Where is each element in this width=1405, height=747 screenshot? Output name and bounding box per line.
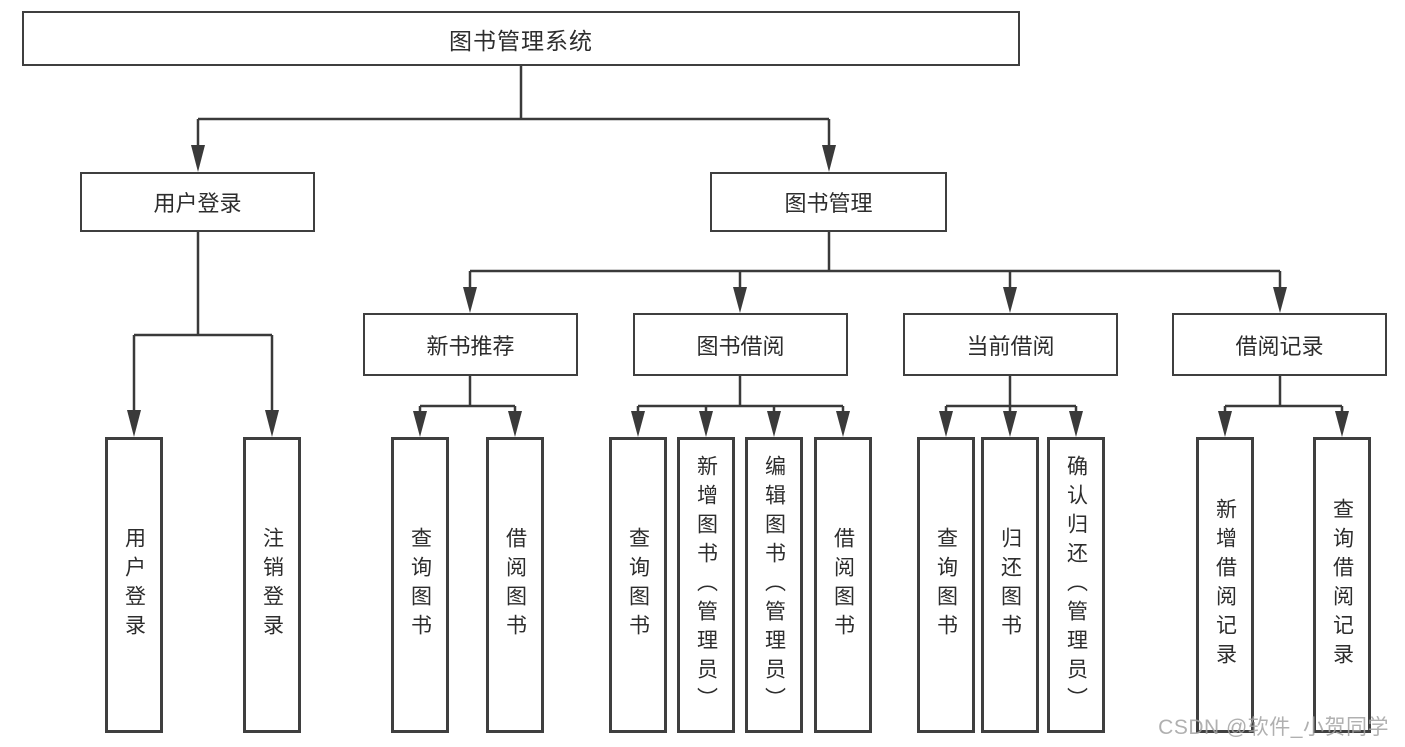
leaf-newbook-borrow-books: 借阅图书 [486, 437, 544, 733]
leaf-current-return-books: 归还图书 [981, 437, 1039, 733]
node-current-borrow: 当前借阅 [903, 313, 1118, 376]
node-user-login: 用户登录 [80, 172, 315, 232]
watermark-text: CSDN @软件_小贺同学 [1158, 716, 1389, 739]
leaf-current-confirm-return-admin: 确认归还（管理员） [1047, 437, 1105, 733]
leaf-borrow-edit-books-admin: 编辑图书（管理员） [745, 437, 803, 733]
leaf-logout: 注销登录 [243, 437, 301, 733]
leaf-records-query-record: 查询借阅记录 [1313, 437, 1371, 733]
leaf-records-add-record: 新增借阅记录 [1196, 437, 1254, 733]
node-borrow-records: 借阅记录 [1172, 313, 1387, 376]
leaf-current-query-books: 查询图书 [917, 437, 975, 733]
node-root: 图书管理系统 [22, 11, 1020, 66]
leaf-newbook-query-books: 查询图书 [391, 437, 449, 733]
node-new-book-recommend: 新书推荐 [363, 313, 578, 376]
node-book-management: 图书管理 [710, 172, 947, 232]
leaf-user-login: 用户登录 [105, 437, 163, 733]
leaf-borrow-borrow-books: 借阅图书 [814, 437, 872, 733]
leaf-borrow-query-books: 查询图书 [609, 437, 667, 733]
node-book-borrow: 图书借阅 [633, 313, 848, 376]
leaf-borrow-add-books-admin: 新增图书（管理员） [677, 437, 735, 733]
